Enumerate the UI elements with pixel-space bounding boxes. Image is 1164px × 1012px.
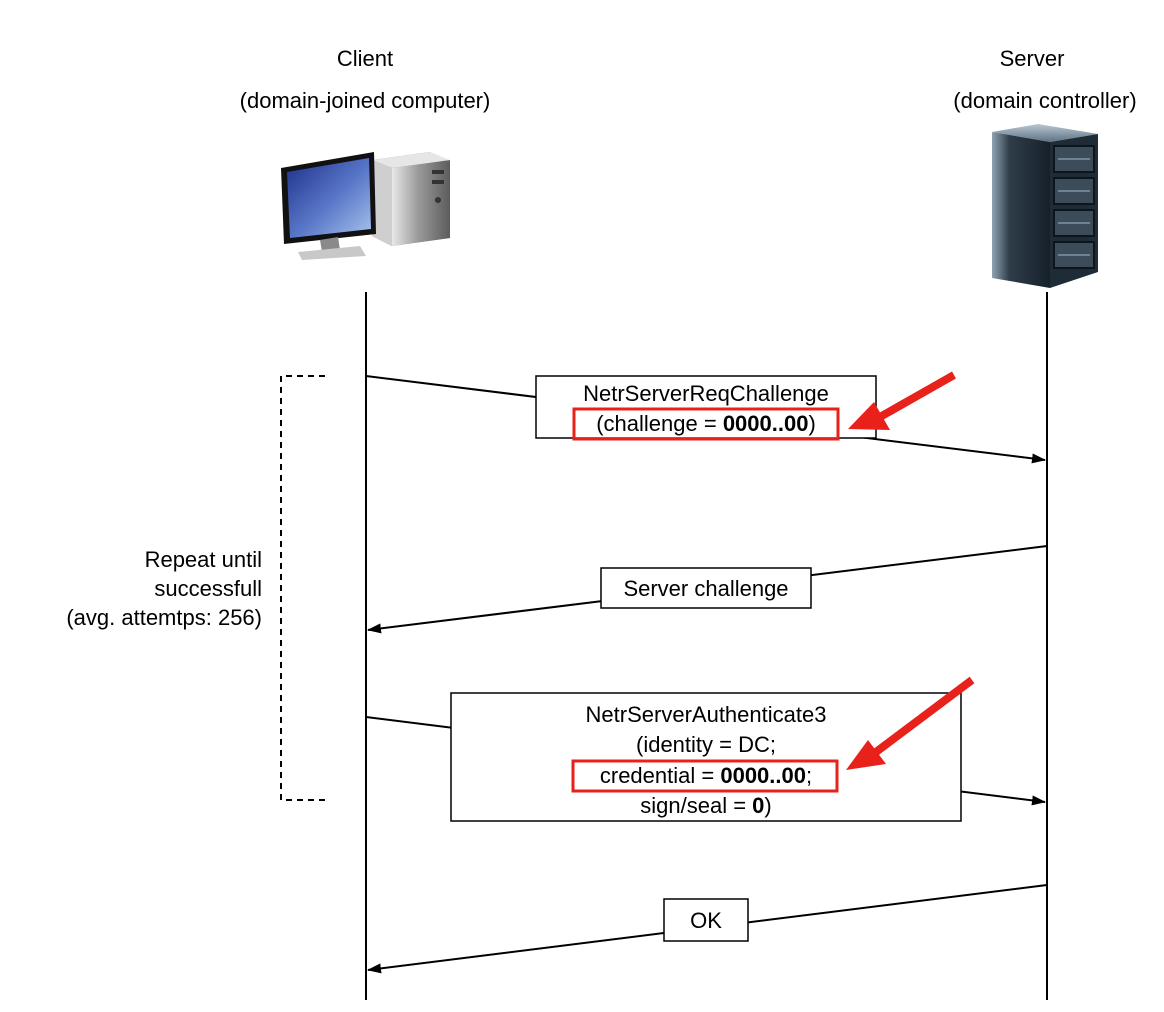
server-challenge-box bbox=[600, 567, 812, 609]
desktop-computer-icon bbox=[281, 152, 450, 260]
svg-text:Repeat until: Repeat until bbox=[145, 547, 262, 572]
challenge-highlight-box bbox=[572, 407, 840, 441]
credential-highlight-box bbox=[571, 759, 839, 793]
client-title: Client bbox=[337, 46, 393, 71]
authenticate-identity: (identity = DC; bbox=[636, 732, 776, 757]
server-subtitle: (domain controller) bbox=[953, 88, 1136, 113]
req-challenge-param: (challenge = 0000..00) bbox=[596, 411, 816, 436]
challenge-highlight-arrow bbox=[848, 371, 956, 430]
client-subtitle: (domain-joined computer) bbox=[240, 88, 491, 113]
repeat-loop-bracket bbox=[280, 375, 325, 801]
ok-box bbox=[663, 898, 749, 942]
server-rack-icon bbox=[992, 124, 1098, 288]
server-title: Server bbox=[1000, 46, 1065, 71]
authenticate-name: NetrServerAuthenticate3 bbox=[586, 702, 827, 727]
credential-highlight-arrow bbox=[846, 676, 975, 770]
authenticate-signseal: sign/seal = 0) bbox=[640, 793, 771, 818]
req-challenge-name: NetrServerReqChallenge bbox=[583, 381, 829, 406]
authenticate-credential: credential = 0000..00; bbox=[600, 763, 812, 788]
svg-text:successfull: successfull bbox=[154, 576, 262, 601]
server-challenge-label: Server challenge bbox=[623, 576, 788, 601]
svg-text:(avg. attemtps: 256): (avg. attemtps: 256) bbox=[66, 605, 262, 630]
req-challenge-box bbox=[535, 375, 877, 439]
ok-label: OK bbox=[690, 908, 722, 933]
repeat-loop-label: Repeat until successfull (avg. attemtps:… bbox=[66, 547, 262, 630]
